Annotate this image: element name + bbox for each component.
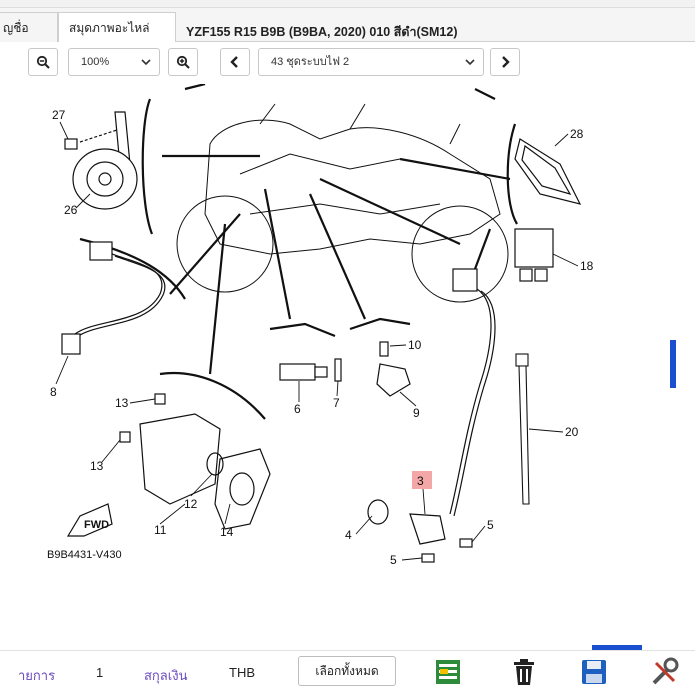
cable-tie-20 — [515, 353, 530, 505]
parts-diagram[interactable]: FWD 27 26 28 — [20, 84, 670, 649]
sensor-3-cable — [367, 268, 496, 563]
zoom-out-button[interactable] — [28, 48, 58, 76]
callout-5b[interactable]: 5 — [390, 553, 397, 567]
callout-5a[interactable]: 5 — [487, 518, 494, 532]
callout-14[interactable]: 14 — [220, 525, 234, 539]
trash-icon — [514, 659, 534, 685]
previous-page-button[interactable] — [220, 48, 250, 76]
chevron-down-icon — [141, 59, 151, 66]
list-add-icon — [436, 660, 460, 684]
footer-bar: ายการ 1 สกุลเงิน THB เลือกทั้งหมด — [0, 650, 695, 695]
currency-value: THB — [229, 665, 255, 680]
zoom-in-button[interactable] — [168, 48, 198, 76]
zoom-select[interactable]: 100% — [68, 48, 160, 76]
items-count: 1 — [96, 665, 104, 680]
zoom-value: 100% — [81, 56, 110, 68]
valve-assembly — [119, 393, 271, 530]
callout-18[interactable]: 18 — [580, 259, 594, 273]
callout-13b[interactable]: 13 — [90, 459, 104, 473]
callout-20[interactable]: 20 — [565, 425, 579, 439]
callout-28[interactable]: 28 — [570, 127, 584, 141]
chevron-down-icon — [465, 59, 475, 66]
callout-11[interactable]: 11 — [154, 523, 167, 537]
callout-9[interactable]: 9 — [413, 406, 420, 420]
callout-6[interactable]: 6 — [294, 402, 301, 416]
add-to-list-button[interactable] — [434, 657, 462, 687]
next-page-button[interactable] — [490, 48, 520, 76]
tab-part-list[interactable]: ญชื่อ — [0, 12, 58, 43]
items-label: ายการ — [18, 668, 56, 683]
highlighted-part-marker[interactable] — [412, 471, 432, 489]
fwd-label: FWD — [84, 519, 109, 531]
page-title: YZF155 R15 B9B (B9BA, 2020) 010 สีดำ(SM1… — [186, 25, 458, 39]
callout-13a[interactable]: 13 — [115, 396, 129, 410]
delete-button[interactable] — [510, 657, 538, 687]
plate-code: B9B4431-V430 — [47, 549, 122, 561]
tools-icon — [652, 657, 679, 685]
callout-27[interactable]: 27 — [52, 108, 66, 122]
callout-leaders — [55, 121, 579, 561]
fwd-arrow: FWD — [66, 503, 113, 537]
tools-button[interactable] — [650, 657, 679, 687]
cover-28 — [514, 138, 582, 205]
chevron-right-icon — [502, 56, 510, 68]
browser-strip — [0, 0, 695, 8]
leader-brackets — [79, 84, 518, 420]
select-all-button[interactable]: เลือกทั้งหมด — [298, 656, 396, 686]
callout-10[interactable]: 10 — [408, 338, 422, 352]
sensor-parts-center — [279, 341, 411, 397]
horn-assembly — [64, 111, 138, 210]
callout-12[interactable]: 12 — [184, 497, 198, 511]
tab-bar: ญชื่อ สมุดภาพอะไหล่ YZF155 R15 B9B (B9BA… — [0, 8, 695, 44]
sensor-18 — [514, 228, 554, 282]
toolbar: 100% 43 ชุดระบบไฟ 2 — [0, 42, 695, 84]
callout-numbers: 27 26 28 18 8 10 6 7 9 13 13 20 3 12 11 … — [47, 108, 594, 567]
zoom-in-icon — [176, 55, 190, 69]
motorcycle-outline — [176, 103, 509, 303]
horizontal-scrollbar-thumb[interactable] — [592, 645, 642, 651]
page-select[interactable]: 43 ชุดระบบไฟ 2 — [258, 48, 484, 76]
callout-4[interactable]: 4 — [345, 528, 352, 542]
chevron-left-icon — [230, 56, 238, 68]
callout-3[interactable]: 3 — [417, 474, 424, 488]
currency-label: สกุลเงิน — [144, 668, 188, 683]
callout-26[interactable]: 26 — [64, 203, 78, 217]
exploded-view-drawing: FWD 27 26 28 — [47, 84, 594, 567]
page-value: 43 ชุดระบบไฟ 2 — [271, 56, 350, 68]
callout-7[interactable]: 7 — [333, 396, 340, 410]
save-button[interactable] — [580, 657, 608, 687]
zoom-out-icon — [36, 55, 50, 69]
tab-parts-catalog[interactable]: สมุดภาพอะไหล่ — [58, 12, 176, 44]
vertical-scrollbar-thumb[interactable] — [670, 340, 676, 388]
callout-8[interactable]: 8 — [50, 385, 57, 399]
sensor-8-cable — [61, 241, 166, 355]
floppy-disk-icon — [582, 660, 606, 684]
